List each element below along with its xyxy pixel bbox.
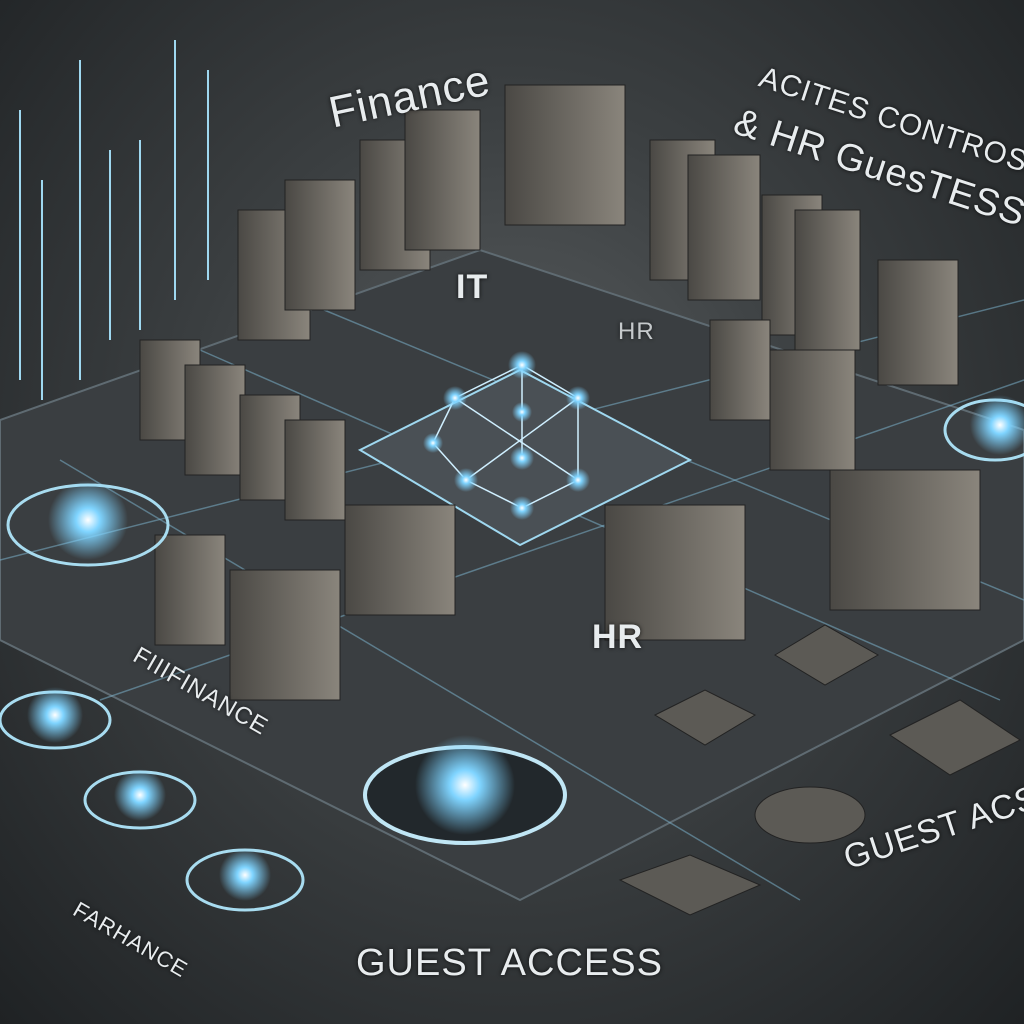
label-guest-access: GUEST ACCESS [356,942,663,984]
label-it: IT [456,268,489,306]
security-devices [618,624,1021,916]
upload-arrows [19,40,209,400]
network-nodes [423,351,590,520]
security-domes [0,395,1024,912]
server-racks [139,84,981,701]
label-hr-upper: HR [618,318,655,345]
label-hr-center: HR [592,618,644,656]
